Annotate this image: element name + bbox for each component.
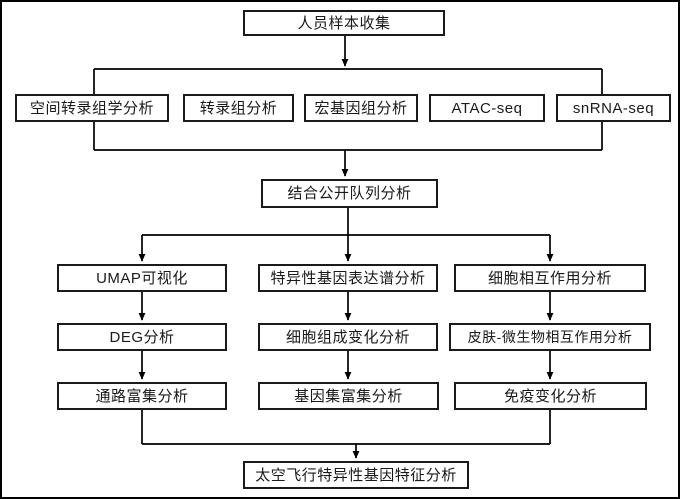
node-atac-seq: ATAC-seq	[429, 94, 545, 122]
node-cell-composition: 细胞组成变化分析	[258, 323, 438, 351]
node-transcriptome: 转录组分析	[183, 94, 294, 122]
node-public-cohort: 结合公开队列分析	[261, 179, 438, 208]
node-spaceflight-signature: 太空飞行特异性基因特征分析	[243, 461, 469, 489]
node-spatial-transcriptomics: 空间转录组学分析	[15, 94, 169, 122]
node-deg: DEG分析	[57, 323, 227, 351]
node-pathway-enrichment: 通路富集分析	[57, 382, 227, 410]
node-immune-change: 免疫变化分析	[454, 382, 647, 410]
node-cell-interaction: 细胞相互作用分析	[454, 264, 646, 292]
node-specific-gene-expression: 特异性基因表达谱分析	[258, 264, 438, 292]
node-umap: UMAP可视化	[57, 264, 227, 292]
node-metagenome: 宏基因组分析	[304, 94, 418, 122]
node-skin-microbe-interaction: 皮肤-微生物相互作用分析	[449, 323, 651, 351]
node-sample-collection: 人员样本收集	[243, 10, 445, 36]
node-snrna-seq: snRNA-seq	[556, 94, 671, 122]
node-gene-set-enrichment: 基因集富集分析	[258, 382, 439, 410]
